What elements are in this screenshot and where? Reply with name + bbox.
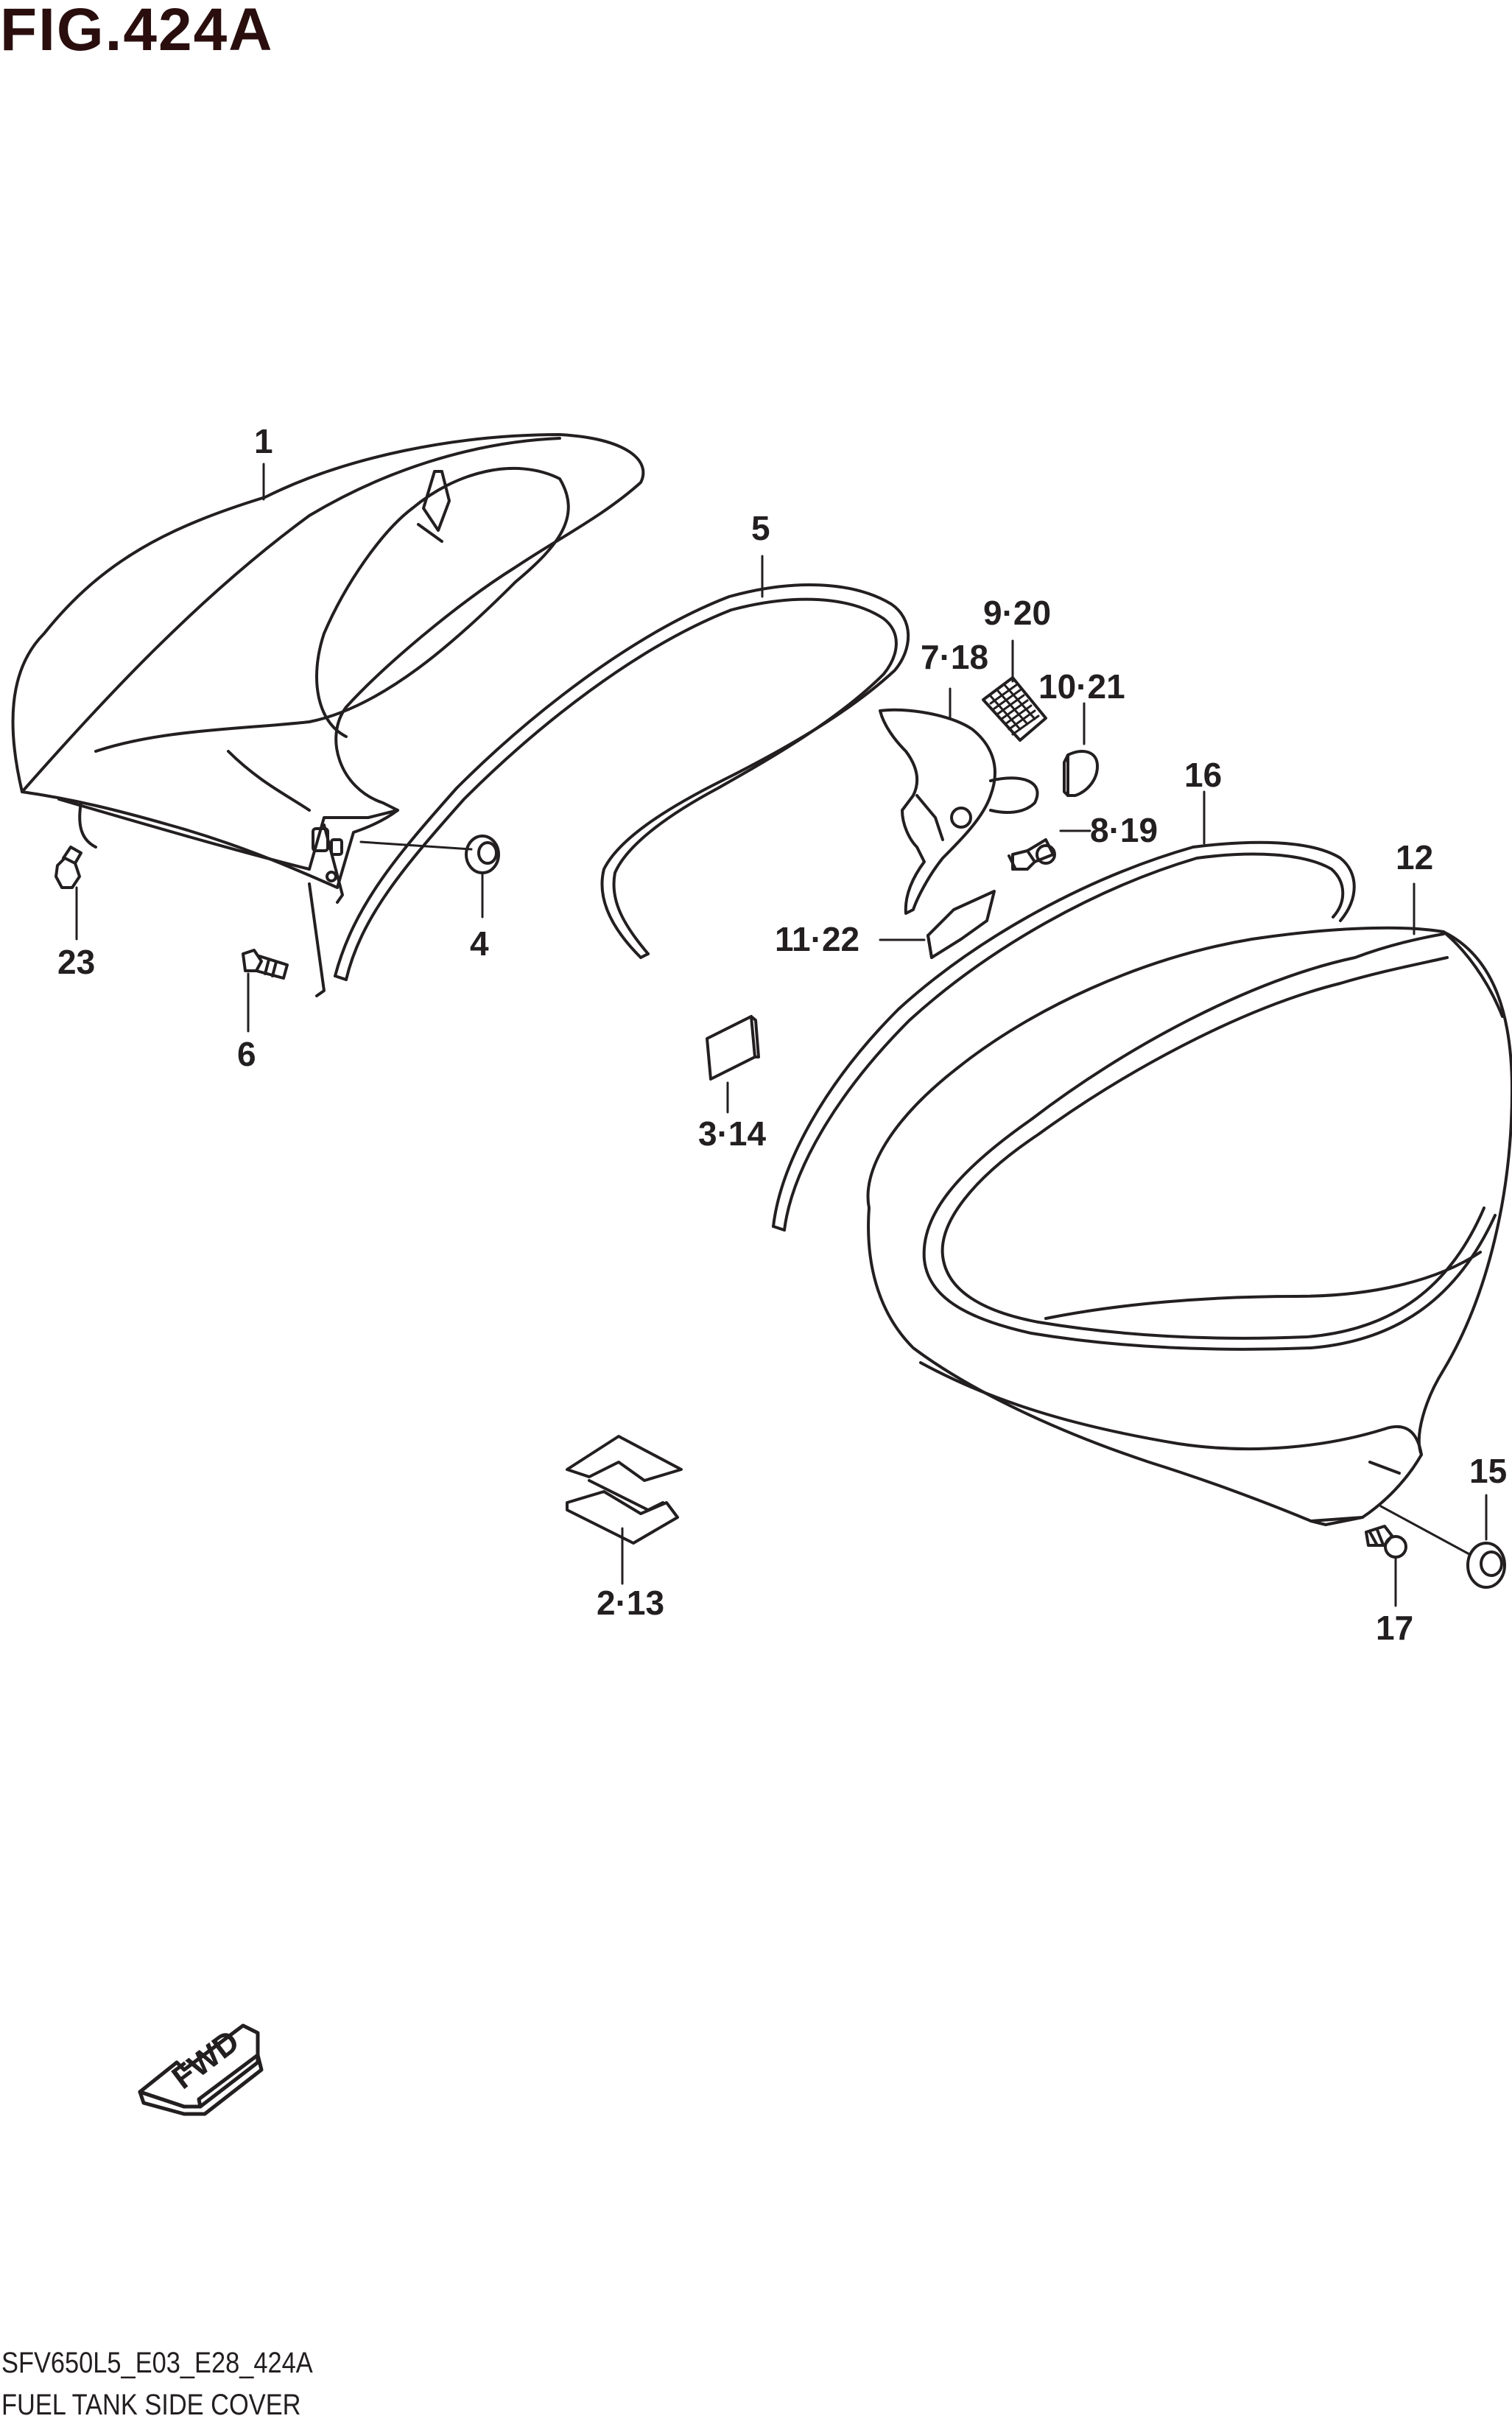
callout-6: 6 (237, 1035, 256, 1073)
callout-15: 15 (1469, 1452, 1507, 1490)
callout-10-21: 10·21 (1038, 667, 1125, 706)
left-side-cover (11, 433, 645, 997)
callout-2-13: 2·13 (597, 1584, 664, 1622)
forward-direction-arrow (138, 2023, 264, 2116)
mounting-bolt-small (1008, 838, 1056, 871)
callout-17: 17 (1376, 1609, 1413, 1647)
small-plate (706, 1015, 760, 1081)
leader-lines (75, 463, 1488, 1607)
callout-8-19: 8·19 (1090, 811, 1158, 849)
mounting-bolt-left (242, 949, 289, 980)
cushion-pad (926, 890, 996, 959)
callout-3-14: 3·14 (698, 1114, 766, 1153)
grommet-right (1466, 1542, 1506, 1589)
grommet-left (465, 835, 500, 874)
right-side-cover (866, 926, 1512, 1526)
callout-16: 16 (1184, 756, 1222, 794)
callout-5: 5 (751, 509, 770, 547)
callout-labels: 1 5 9·20 7·18 10·21 16 12 8·19 4 23 6 11… (57, 422, 1507, 1647)
left-trim-strip (334, 583, 910, 981)
callout-4: 4 (470, 924, 489, 963)
push-clip (54, 846, 82, 889)
reflector-pad (982, 676, 1047, 742)
callout-9-20: 9·20 (983, 594, 1051, 632)
callout-1: 1 (254, 422, 273, 460)
figure-name: FUEL TANK SIDE COVER (1, 2389, 301, 2421)
callout-23: 23 (57, 943, 95, 981)
callout-11-22: 11·22 (775, 920, 859, 958)
callout-7-18: 7·18 (921, 638, 988, 676)
right-trim-strip (772, 840, 1356, 1232)
callout-12: 12 (1396, 838, 1433, 877)
figure-code: SFV650L5_E03_E28_424A (1, 2347, 313, 2379)
mounting-bolt-right (1365, 1525, 1407, 1559)
figure-title: FIG.424A (0, 0, 274, 63)
bracket (879, 708, 1039, 915)
grommet-cap (1063, 750, 1099, 797)
suzuki-emblem (566, 1435, 683, 1545)
